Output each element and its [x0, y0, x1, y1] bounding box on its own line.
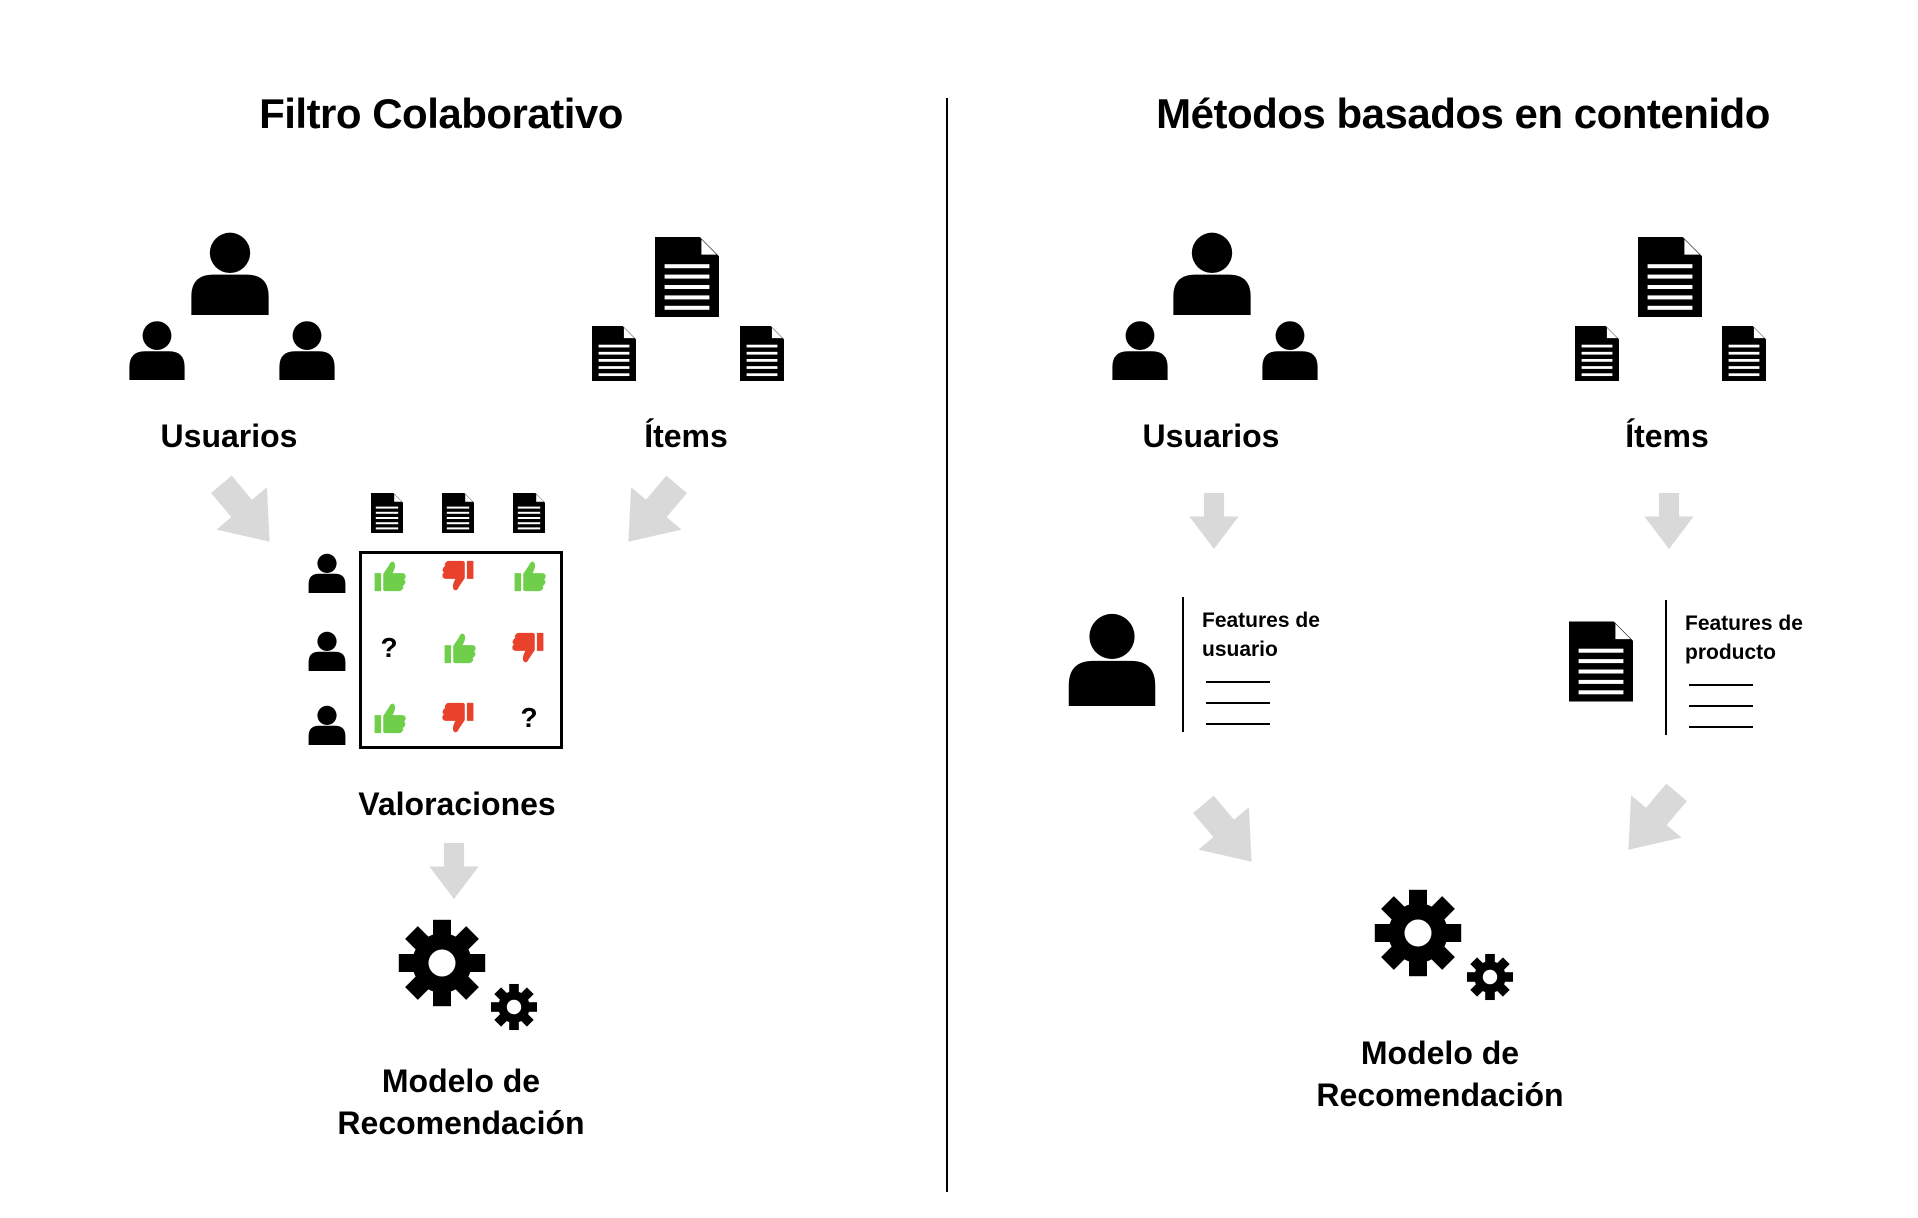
feature-line — [1206, 702, 1270, 704]
document-icon — [371, 493, 403, 533]
features-divider — [1665, 600, 1667, 735]
gear-icon — [397, 918, 487, 1008]
gear-icon — [1373, 888, 1463, 978]
features-divider — [1182, 597, 1184, 732]
user-icon — [1170, 227, 1254, 319]
document-icon — [1722, 326, 1766, 381]
gear-icon — [1466, 953, 1514, 1001]
product-features-line-1: Features de — [1685, 612, 1803, 635]
document-icon — [1575, 326, 1619, 381]
thumbs-up-icon — [514, 561, 546, 592]
recommendation-model-label: Modelo de Recomendación — [337, 1060, 584, 1144]
thumbs-down-icon — [442, 702, 474, 733]
document-icon — [1638, 235, 1702, 319]
user-icon — [127, 318, 187, 382]
user-features-line-1: Features de — [1202, 609, 1320, 632]
gear-icon — [490, 983, 538, 1031]
arrow-icon — [1644, 493, 1694, 549]
items-label: Ítems — [1625, 418, 1709, 454]
unknown-rating: ? — [520, 702, 538, 733]
model-line-1: Modelo de — [1360, 1035, 1520, 1071]
user-icon — [1260, 318, 1320, 382]
user-icon — [1065, 609, 1159, 709]
user-features-line-2: usuario — [1202, 638, 1278, 661]
feature-line — [1689, 726, 1753, 728]
document-icon — [592, 326, 636, 381]
thumbs-up-icon — [374, 561, 406, 592]
document-icon — [740, 326, 784, 381]
product-features-label: Features de producto — [1685, 609, 1803, 667]
arrow-icon — [196, 463, 295, 563]
thumbs-down-icon — [442, 560, 474, 591]
arrow-icon — [603, 463, 702, 563]
user-icon — [307, 703, 347, 747]
thumbs-up-icon — [374, 703, 406, 734]
feature-line — [1689, 684, 1753, 686]
product-features-line-2: producto — [1685, 641, 1776, 664]
unknown-rating: ? — [380, 632, 398, 663]
thumbs-up-icon — [444, 633, 476, 664]
feature-line — [1206, 723, 1270, 725]
section-divider — [946, 98, 948, 1192]
document-icon — [442, 493, 474, 533]
document-icon — [1569, 621, 1633, 702]
thumbs-down-icon — [512, 632, 544, 663]
arrow-icon — [429, 843, 479, 899]
ratings-grid — [359, 551, 563, 749]
user-icon — [277, 318, 337, 382]
user-icon — [307, 629, 347, 673]
arrow-icon — [1603, 771, 1702, 871]
document-icon — [513, 493, 545, 533]
arrow-icon — [1189, 493, 1239, 549]
model-line-1: Modelo de — [381, 1063, 541, 1099]
items-label: Ítems — [644, 418, 728, 454]
ratings-label: Valoraciones — [358, 786, 556, 822]
content-based-title: Métodos basados en contenido — [1156, 90, 1770, 137]
user-features-label: Features de usuario — [1202, 606, 1320, 664]
model-line-2: Recomendación — [337, 1105, 585, 1141]
feature-line — [1689, 705, 1753, 707]
arrow-icon — [1178, 783, 1277, 883]
document-icon — [655, 235, 719, 319]
users-label: Usuarios — [1142, 418, 1280, 454]
feature-line — [1206, 681, 1270, 683]
users-label: Usuarios — [160, 418, 298, 454]
recommendation-model-label: Modelo de Recomendación — [1316, 1032, 1563, 1116]
model-line-2: Recomendación — [1316, 1077, 1564, 1113]
collaborative-filter-title: Filtro Colaborativo — [259, 90, 623, 137]
user-icon — [1110, 318, 1170, 382]
user-icon — [188, 227, 272, 319]
user-icon — [307, 551, 347, 595]
